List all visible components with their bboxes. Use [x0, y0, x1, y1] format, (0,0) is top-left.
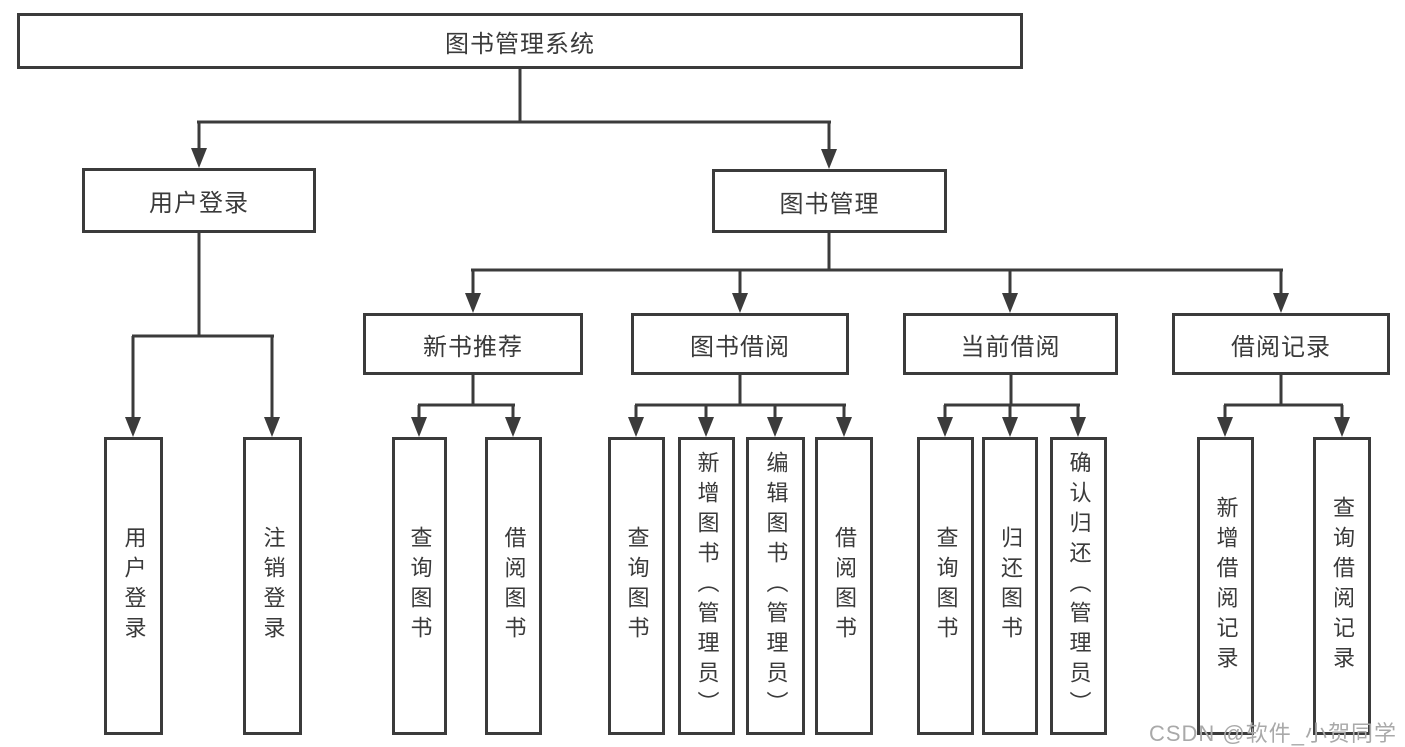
node-book-borrow-label: 图书借阅 — [690, 333, 790, 361]
arrowhead-icon — [732, 293, 748, 313]
arrowhead-icon — [937, 417, 953, 437]
arrowhead-icon — [628, 417, 644, 437]
leaf-query-book-2: 查询图书 — [608, 437, 665, 735]
arrowhead-icon — [767, 417, 783, 437]
arrowhead-icon — [1217, 417, 1233, 437]
node-current-borrow-label: 当前借阅 — [960, 333, 1061, 361]
arrowhead-icon — [411, 417, 427, 437]
leaf-logout-label: 注销登录 — [260, 526, 286, 646]
leaf-borrow-book-2: 借阅图书 — [815, 437, 873, 735]
node-library-system-label: 图书管理系统 — [445, 30, 595, 58]
arrowhead-icon — [698, 417, 714, 437]
node-book-management-label: 图书管理 — [779, 190, 880, 218]
leaf-edit-book-admin: 编辑图书（管理员） — [746, 437, 805, 735]
leaf-query-book-3: 查询图书 — [917, 437, 974, 735]
leaf-add-borrow-record-label: 新增借阅记录 — [1213, 496, 1239, 676]
leaf-add-book-admin-label: 新增图书（管理员） — [694, 451, 720, 721]
csdn-watermark: CSDN @软件_小贺同学 — [1148, 721, 1397, 746]
leaf-user-login: 用户登录 — [104, 437, 163, 735]
leaf-query-borrow-record: 查询借阅记录 — [1313, 437, 1371, 735]
leaf-return-book-label: 归还图书 — [998, 526, 1023, 646]
arrowhead-icon — [1002, 417, 1018, 437]
arrowhead-icon — [1070, 417, 1086, 437]
arrowhead-icon — [1002, 293, 1018, 313]
arrowhead-icon — [1334, 417, 1350, 437]
leaf-add-borrow-record: 新增借阅记录 — [1197, 437, 1254, 735]
arrowhead-icon — [465, 293, 481, 313]
node-borrow-records-label: 借阅记录 — [1231, 333, 1331, 361]
leaf-add-book-admin: 新增图书（管理员） — [678, 437, 735, 735]
leaf-query-book-3-label: 查询图书 — [933, 526, 959, 646]
leaf-borrow-book-2-label: 借阅图书 — [832, 526, 857, 646]
leaf-confirm-return-admin-label: 确认归还（管理员） — [1066, 451, 1092, 721]
leaf-query-book-1: 查询图书 — [392, 437, 447, 735]
leaf-query-borrow-record-label: 查询借阅记录 — [1330, 496, 1355, 676]
node-new-book-recommend-label: 新书推荐 — [423, 333, 523, 361]
leaf-query-book-2-label: 查询图书 — [624, 526, 650, 646]
node-borrow-records: 借阅记录 — [1172, 313, 1390, 375]
leaf-borrow-book-1: 借阅图书 — [485, 437, 542, 735]
arrowhead-icon — [505, 417, 521, 437]
leaf-return-book: 归还图书 — [982, 437, 1038, 735]
leaf-user-login-label: 用户登录 — [121, 526, 147, 646]
arrowhead-icon — [125, 417, 141, 437]
leaf-logout: 注销登录 — [243, 437, 302, 735]
arrowhead-icon — [264, 417, 280, 437]
arrowhead-icon — [191, 148, 207, 168]
node-book-management: 图书管理 — [712, 169, 947, 233]
node-user-login: 用户登录 — [82, 168, 316, 233]
node-current-borrow: 当前借阅 — [903, 313, 1118, 375]
leaf-confirm-return-admin: 确认归还（管理员） — [1050, 437, 1107, 735]
arrowhead-icon — [836, 417, 852, 437]
node-new-book-recommend: 新书推荐 — [363, 313, 583, 375]
node-library-system: 图书管理系统 — [17, 13, 1023, 69]
leaf-edit-book-admin-label: 编辑图书（管理员） — [763, 451, 789, 721]
leaf-query-book-1-label: 查询图书 — [407, 526, 433, 646]
leaf-borrow-book-1-label: 借阅图书 — [501, 526, 527, 646]
arrowhead-icon — [1273, 293, 1289, 313]
node-book-borrow: 图书借阅 — [631, 313, 849, 375]
node-user-login-label: 用户登录 — [149, 190, 249, 217]
arrowhead-icon — [821, 149, 837, 169]
